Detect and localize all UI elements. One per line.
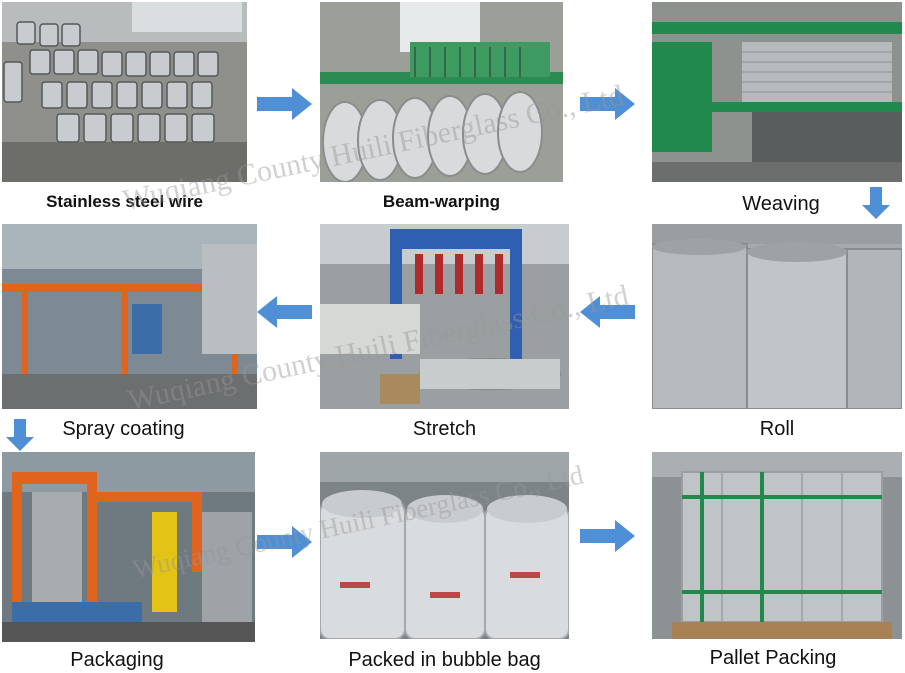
photo-stretch (320, 224, 569, 409)
photo-packaging (2, 452, 255, 642)
caption-pallet-packing: Pallet Packing (709, 647, 837, 669)
photo-stainless-steel-wire (2, 2, 247, 182)
photo-beam-warping (320, 2, 563, 182)
caption-beam-warping: Beam-warping (382, 192, 501, 211)
arrow-right-icon (257, 526, 312, 558)
arrow-down-icon (862, 187, 890, 219)
caption-stretch: Stretch (412, 418, 477, 440)
arrow-down-icon (6, 419, 34, 451)
arrow-right-icon (257, 88, 312, 120)
arrow-left-icon (580, 296, 635, 328)
photo-spray-coating (2, 224, 257, 409)
arrow-left-icon (257, 296, 312, 328)
caption-spray-coating: Spray coating (62, 418, 185, 440)
caption-stainless-steel-wire: Stainless steel wire (46, 192, 203, 211)
caption-packaging: Packaging (70, 649, 164, 671)
arrow-right-icon (580, 88, 635, 120)
caption-weaving: Weaving (742, 193, 820, 215)
caption-roll: Roll (759, 418, 795, 440)
arrow-right-icon (580, 520, 635, 552)
photo-pallet-packing (652, 452, 902, 639)
caption-packed-in-bubble-bag: Packed in bubble bag (348, 649, 541, 671)
photo-weaving (652, 2, 902, 182)
photo-packed-in-bubble-bag (320, 452, 569, 639)
photo-roll (652, 224, 902, 409)
